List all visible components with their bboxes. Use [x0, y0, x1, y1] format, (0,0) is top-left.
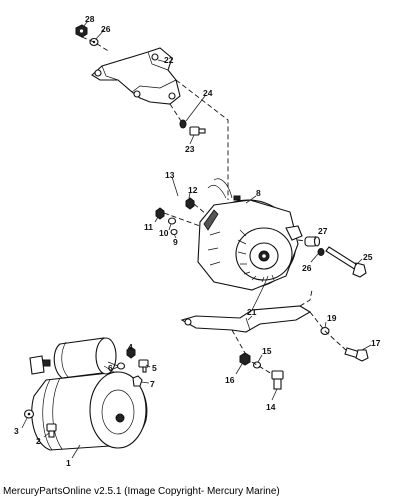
- callout-3[interactable]: 3: [14, 426, 19, 436]
- starter-bolt[interactable]: [46, 423, 57, 438]
- terminal-washer[interactable]: [167, 217, 177, 225]
- callout-26-bolt[interactable]: 26: [302, 263, 312, 273]
- terminal-nut-large[interactable]: [185, 197, 195, 210]
- bracket-nut[interactable]: [75, 24, 88, 38]
- terminal-screw[interactable]: [138, 359, 149, 373]
- long-pivot-bolt[interactable]: [325, 246, 367, 278]
- callout-19[interactable]: 19: [327, 313, 337, 323]
- callout-2[interactable]: 2: [36, 436, 41, 446]
- callout-12[interactable]: 12: [188, 185, 198, 195]
- callout-11[interactable]: 11: [144, 222, 153, 232]
- callout-8[interactable]: 8: [256, 188, 261, 198]
- brace-bolt[interactable]: [344, 347, 369, 362]
- terminal-lockwasher[interactable]: [170, 228, 178, 236]
- starter-washer[interactable]: [23, 409, 35, 419]
- bolt-washer[interactable]: [317, 248, 325, 256]
- alternator[interactable]: [197, 178, 303, 291]
- terminal-stud-nut[interactable]: [132, 375, 143, 387]
- callout-24[interactable]: 24: [203, 88, 213, 98]
- callout-22[interactable]: 22: [164, 55, 174, 65]
- adjusting-bolt[interactable]: [271, 370, 284, 390]
- callout-4[interactable]: 4: [128, 342, 133, 352]
- bracket-bolt[interactable]: [189, 126, 206, 136]
- callout-28[interactable]: 28: [85, 14, 95, 24]
- callout-17[interactable]: 17: [371, 338, 381, 348]
- callout-25[interactable]: 25: [363, 252, 373, 262]
- callout-15[interactable]: 15: [262, 346, 272, 356]
- terminal-washer-starter[interactable]: [116, 362, 126, 370]
- starter-motor[interactable]: [29, 337, 148, 451]
- brace-lockwasher[interactable]: [252, 361, 262, 369]
- callout-6[interactable]: 6: [108, 363, 113, 373]
- callout-26-top[interactable]: 26: [101, 24, 111, 34]
- copyright-footer: MercuryPartsOnline v2.5.1 (Image Copyrig…: [3, 486, 280, 497]
- upper-mounting-bracket[interactable]: [91, 47, 181, 105]
- callout-10[interactable]: 10: [159, 228, 169, 238]
- callout-27[interactable]: 27: [318, 226, 328, 236]
- adjusting-brace[interactable]: [180, 275, 312, 333]
- callout-1[interactable]: 1: [66, 458, 71, 468]
- callout-14[interactable]: 14: [266, 402, 276, 412]
- callout-labels: 28 26 22 24 23 13 12 8 11 10 9 27 26 25 …: [14, 14, 381, 468]
- callout-7[interactable]: 7: [150, 379, 155, 389]
- brace-nut[interactable]: [239, 352, 251, 366]
- terminal-nut-starter[interactable]: [126, 346, 136, 359]
- callout-16[interactable]: 16: [225, 375, 235, 385]
- spacer-washer[interactable]: [179, 119, 187, 129]
- spacer-bushing[interactable]: [304, 236, 321, 247]
- callout-9[interactable]: 9: [173, 237, 178, 247]
- parts-diagram: 28 26 22 24 23 13 12 8 11 10 9 27 26 25 …: [14, 14, 381, 468]
- callout-21[interactable]: 21: [247, 307, 257, 317]
- leader-lines: [21, 20, 372, 459]
- exploded-view-drawing: 28 26 22 24 23 13 12 8 11 10 9 27 26 25 …: [14, 14, 381, 468]
- callout-5[interactable]: 5: [152, 363, 157, 373]
- callout-23[interactable]: 23: [185, 144, 195, 154]
- callout-13[interactable]: 13: [165, 170, 175, 180]
- terminal-nut-small[interactable]: [155, 207, 165, 220]
